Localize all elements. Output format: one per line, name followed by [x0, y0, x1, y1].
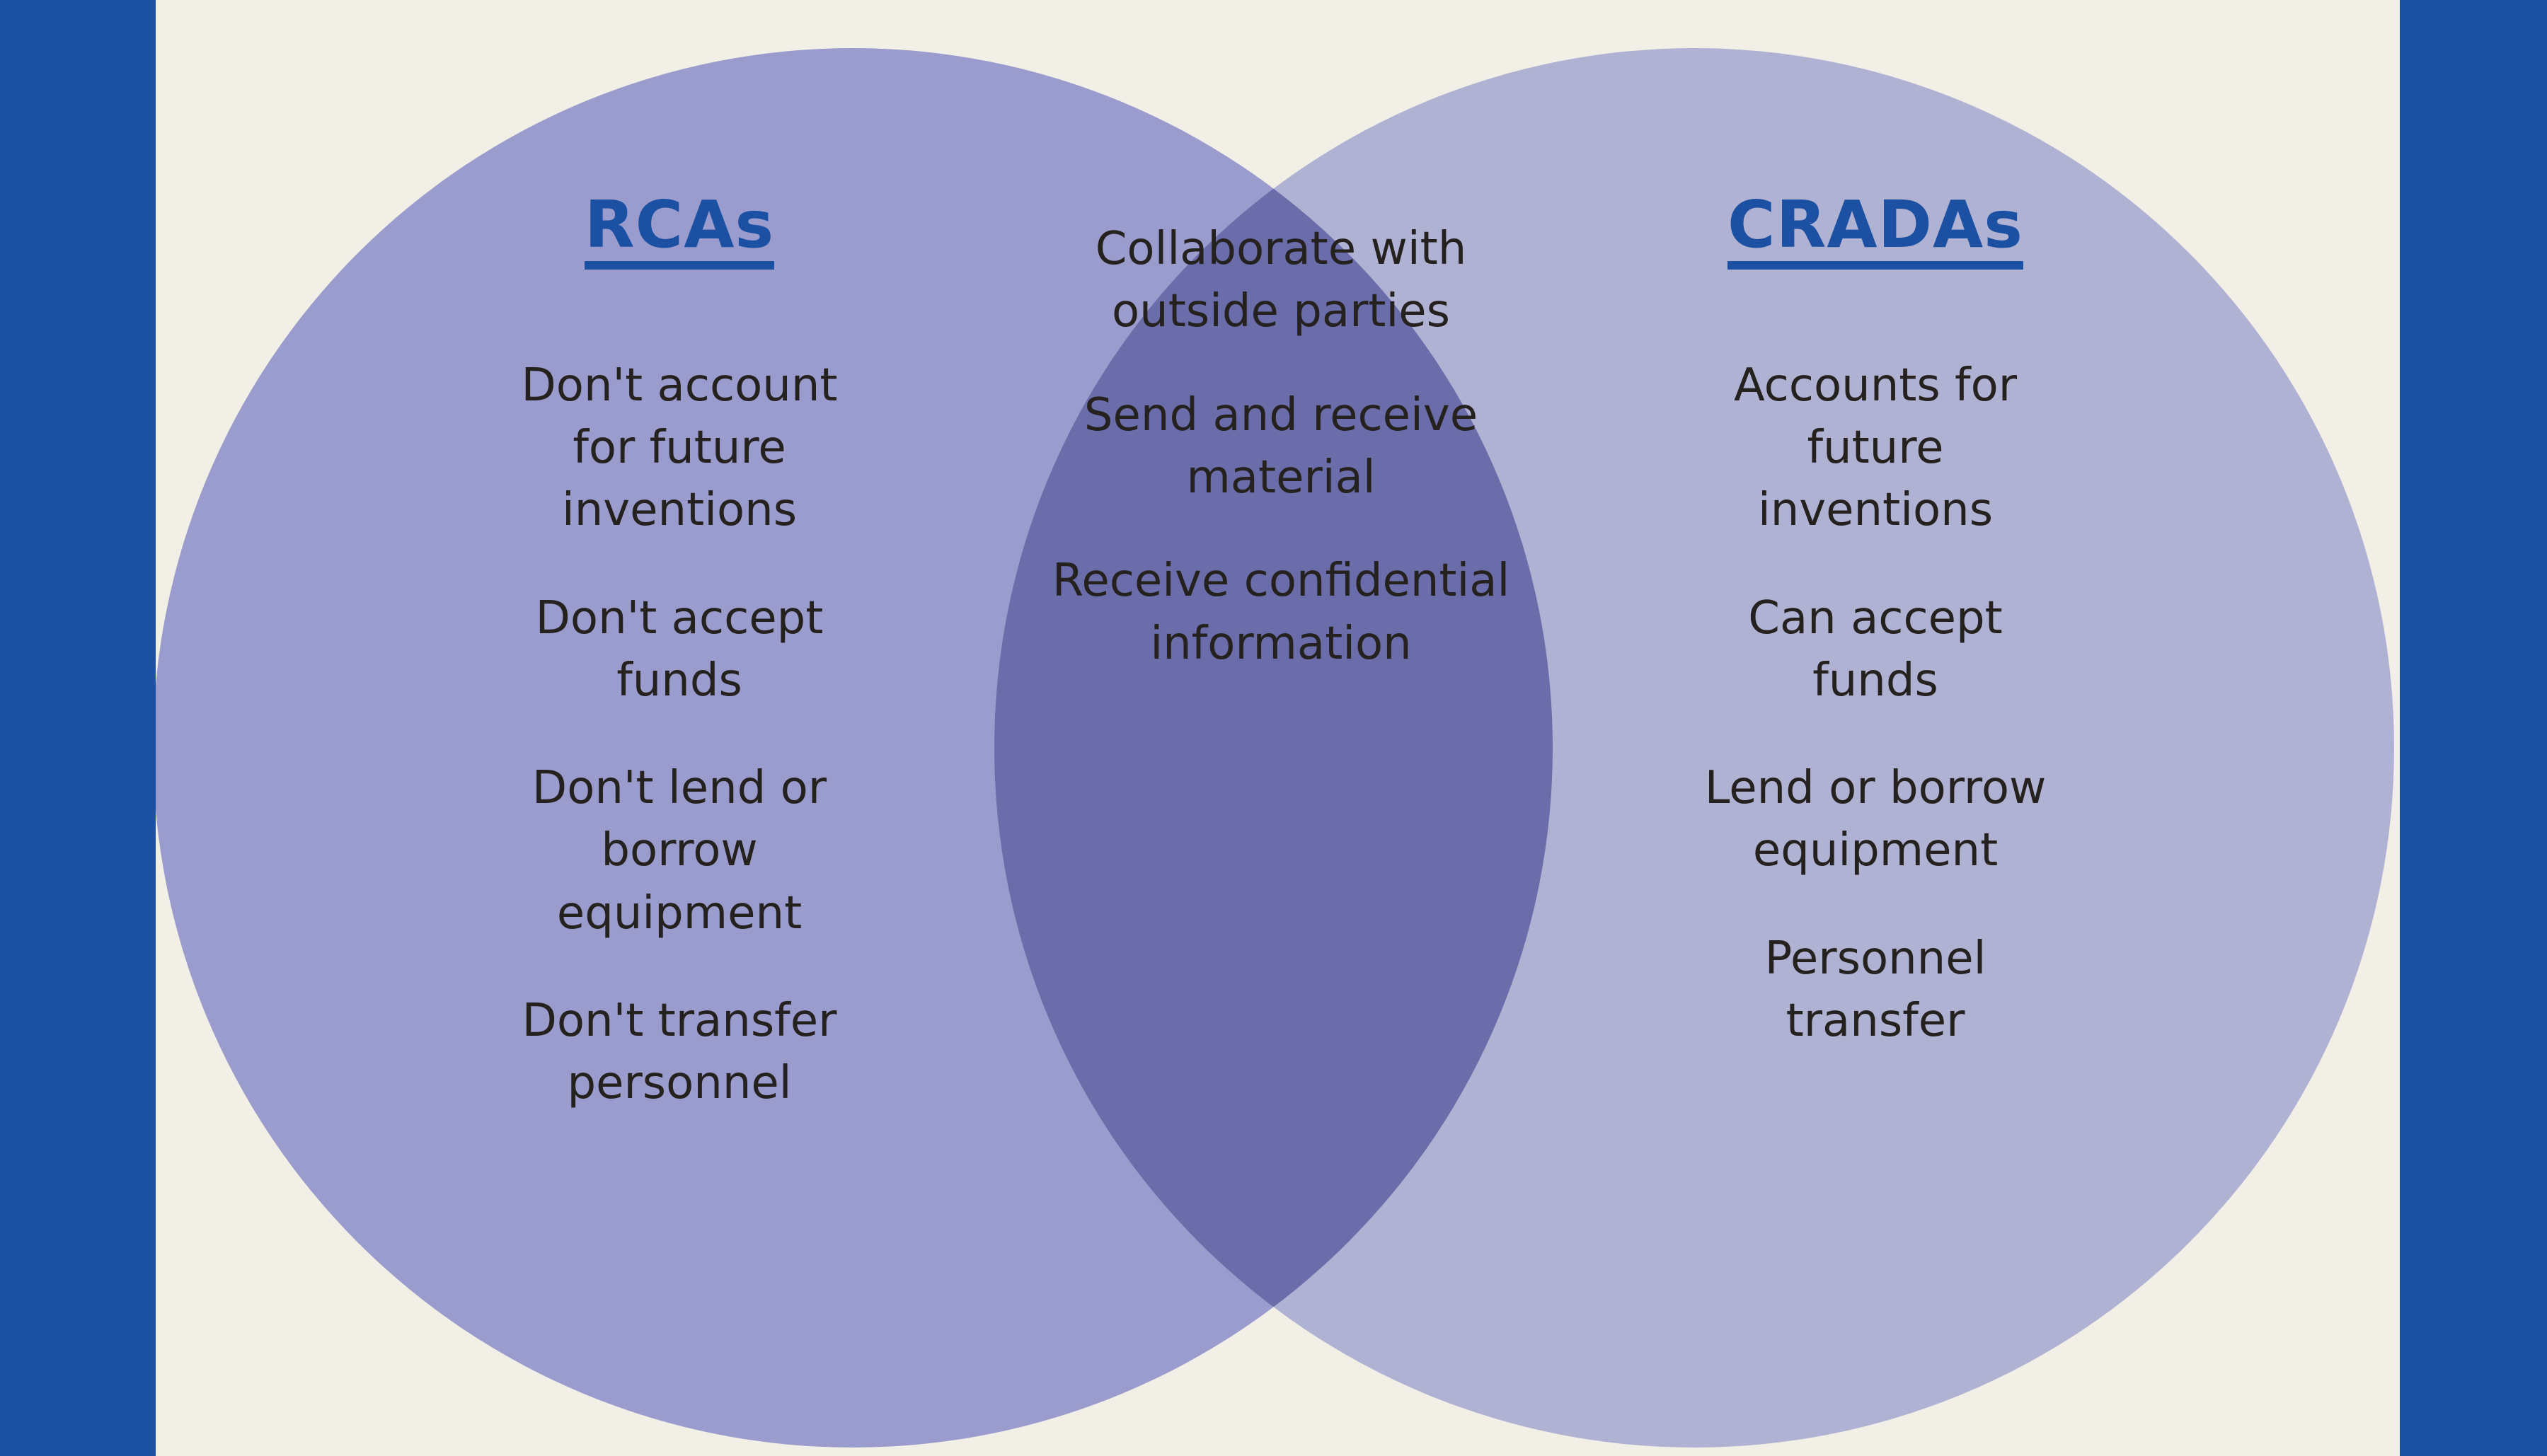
venn-left-item-list: Don't account for future inventions Don'… — [396, 354, 962, 1115]
venn-left-item: Don't lend or borrow equipment — [531, 762, 827, 940]
venn-left-column: RCAs Don't account for future inventions… — [396, 190, 962, 1115]
venn-overlap-item: Collaborate with outside parties — [1095, 223, 1467, 338]
venn-right-item: Can accept funds — [1748, 591, 2003, 707]
venn-left-title: RCAs — [584, 190, 775, 270]
venn-right-item-list: Accounts for future inventions Can accep… — [1592, 354, 2158, 1053]
right-edge-bar — [2400, 0, 2547, 1456]
venn-left-item: Don't transfer personnel — [522, 995, 837, 1110]
venn-right-title: CRADAs — [1727, 190, 2023, 270]
left-edge-bar — [0, 0, 156, 1456]
venn-right-item: Personnel transfer — [1764, 932, 1987, 1048]
venn-right-item: Accounts for future inventions — [1733, 359, 2018, 537]
venn-overlap-item: Send and receive material — [1083, 388, 1478, 504]
venn-right-item: Lend or borrow equipment — [1704, 762, 2047, 877]
venn-right-column: CRADAs Accounts for future inventions Ca… — [1592, 190, 2158, 1053]
venn-overlap-item: Receive confidential information — [1052, 555, 1510, 670]
venn-circle-right — [994, 48, 2394, 1448]
venn-overlap-item-list: Collaborate with outside parties Send an… — [1005, 218, 1557, 675]
venn-left-item: Don't account for future inventions — [521, 359, 838, 537]
venn-overlap-column: Collaborate with outside parties Send an… — [1005, 191, 1557, 716]
venn-left-item: Don't accept funds — [535, 591, 824, 707]
